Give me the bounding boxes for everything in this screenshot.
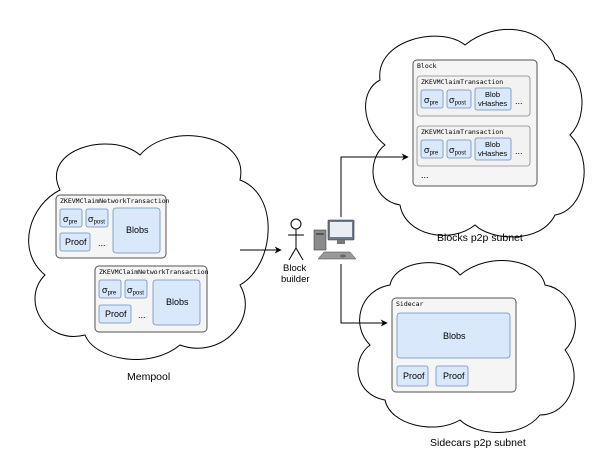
computer-icon <box>313 219 357 260</box>
svg-text:...: ... <box>515 146 523 156</box>
svg-text:σpost: σpost <box>127 285 144 297</box>
sidecar-proof-box-2 <box>435 365 469 387</box>
proof-box <box>98 304 132 324</box>
sigma-pre-box <box>98 279 122 299</box>
svg-text:...: ... <box>98 238 106 248</box>
proof-box <box>59 232 91 252</box>
arrow-icon <box>340 264 388 327</box>
block-container: Block ZKEVMClaimTransaction σpre σpost B… <box>412 59 538 187</box>
svg-text:vHashes: vHashes <box>478 149 507 158</box>
sidecar-container: Sidecar Blobs Proof Proof <box>391 297 517 393</box>
svg-text:σpost: σpost <box>449 145 466 157</box>
sidecar-proof-box-1 <box>396 365 429 387</box>
block-builder-label-2: builder <box>281 274 310 285</box>
svg-text:Proof: Proof <box>65 237 87 247</box>
sigma-post-box <box>446 89 472 109</box>
svg-text:ZKEVMClaimTransaction: ZKEVMClaimTransaction <box>421 78 503 86</box>
svg-text:...: ... <box>515 96 523 106</box>
svg-text:ZKEVMClaimNetworkTransaction: ZKEVMClaimNetworkTransaction <box>60 197 170 205</box>
svg-text:σpre: σpre <box>63 214 78 226</box>
arrow-icon <box>340 153 409 217</box>
block-builder-label: Block <box>283 263 306 274</box>
sigma-post-box <box>85 208 109 228</box>
blobs-box <box>112 207 161 254</box>
svg-text:Sidecar: Sidecar <box>396 300 423 308</box>
blob-vhashes-box <box>474 137 512 161</box>
sigma-post-box <box>124 279 148 299</box>
svg-text:Proof: Proof <box>443 371 465 381</box>
svg-text:vHashes: vHashes <box>478 99 507 108</box>
svg-text:σpre: σpre <box>424 145 439 157</box>
svg-text:Block: Block <box>417 62 437 70</box>
svg-text:ZKEVMClaimTransaction: ZKEVMClaimTransaction <box>421 128 503 136</box>
block-tx-2: ZKEVMClaimTransaction σpre σpost Blob vH… <box>416 125 531 167</box>
block-tx-1: ZKEVMClaimTransaction σpre σpost Blob vH… <box>416 75 531 117</box>
svg-text:σpre: σpre <box>102 285 117 297</box>
mempool-tx-1: ZKEVMClaimNetworkTransaction σpre σpost … <box>55 194 170 259</box>
svg-text:Blobs: Blobs <box>166 297 189 307</box>
svg-text:...: ... <box>421 170 429 180</box>
mempool-caption: Mempool <box>127 371 170 383</box>
sigma-pre-box <box>420 89 444 109</box>
sigma-post-box <box>446 139 472 159</box>
blobs-box <box>152 279 201 326</box>
sigma-pre-box <box>420 139 444 159</box>
svg-text:Blob: Blob <box>485 90 500 99</box>
svg-text:ZKEVMClaimNetworkTransaction: ZKEVMClaimNetworkTransaction <box>99 268 209 276</box>
stick-figure-icon <box>288 218 304 261</box>
svg-text:σpost: σpost <box>449 95 466 107</box>
blob-vhashes-box <box>474 87 512 111</box>
svg-text:Blob: Blob <box>485 140 500 149</box>
svg-text:Blobs: Blobs <box>126 225 149 235</box>
blocks-subnet-caption: Blocks p2p subnet <box>437 232 523 244</box>
mempool-tx-2: ZKEVMClaimNetworkTransaction σpre σpost … <box>94 265 209 333</box>
svg-text:Blobs: Blobs <box>443 331 466 341</box>
svg-text:σpost: σpost <box>88 214 105 226</box>
svg-text:...: ... <box>138 310 146 320</box>
sidecars-subnet-caption: Sidecars p2p subnet <box>430 437 526 449</box>
svg-text:σpre: σpre <box>424 95 439 107</box>
sigma-pre-box <box>59 208 83 228</box>
sidecar-blobs-box <box>396 312 511 359</box>
svg-text:Proof: Proof <box>105 309 127 319</box>
svg-text:Proof: Proof <box>403 371 425 381</box>
